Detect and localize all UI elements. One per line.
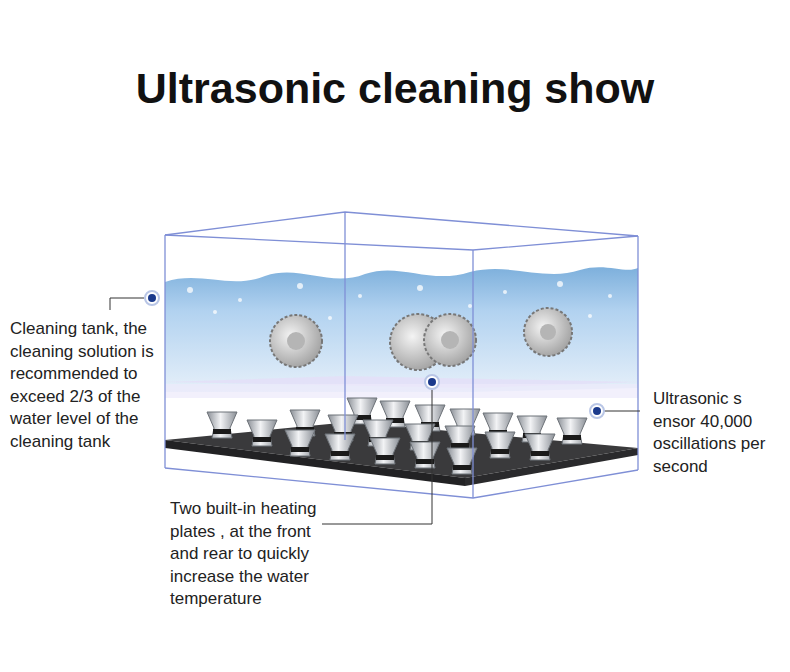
callout-text: Ultrasonic s ensor 40,000 oscillations p…	[653, 388, 786, 478]
transducer	[285, 430, 315, 456]
transducer	[325, 434, 355, 460]
transducer	[370, 438, 400, 464]
transducer	[557, 418, 587, 444]
transducer-band	[253, 437, 271, 442]
transducer-band	[331, 451, 349, 456]
callout-text: Two built-in heating plates , at the fro…	[170, 498, 322, 611]
transducer	[207, 412, 237, 438]
transducer-band	[416, 459, 434, 464]
transducer-band	[451, 443, 469, 448]
transducer-band	[491, 449, 509, 454]
transducer	[410, 442, 440, 468]
transducer	[247, 420, 277, 446]
transducer-band	[213, 429, 231, 434]
page-title: Ultrasonic cleaning show	[0, 64, 790, 113]
transducer-band	[531, 451, 549, 456]
transducer-band	[291, 447, 309, 452]
transducer	[485, 432, 515, 458]
transducer-band	[563, 435, 581, 440]
transducer	[525, 434, 555, 460]
transducer-band	[453, 465, 471, 470]
transducer-band	[376, 455, 394, 460]
callout-text: Cleaning tank, the cleaning solution is …	[10, 318, 168, 453]
